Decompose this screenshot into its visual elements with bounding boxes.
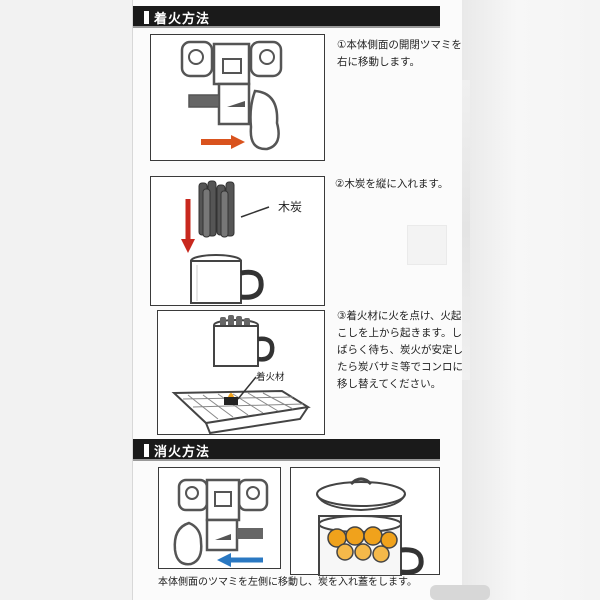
section-header-extinguish: 消火方法 [133,439,440,461]
step-1-text: ①本体側面の開閉ツマミを 右に移動します。 [337,39,462,68]
bottom-shadow [430,585,490,600]
background-right [462,0,600,600]
background-patch [407,225,447,265]
illustration-charcoal [150,176,325,306]
extinguish-caption: 本体側面のツマミを左側に移動し、炭を入れ蓋をします。 [158,577,417,588]
illustration-firestarter [157,310,325,435]
section-header-ignition: 着火方法 [133,6,440,28]
illustration-knob-right [150,34,325,161]
section-title-extinguish: 消火方法 [154,445,211,460]
label-firestarter: 着火材 [256,372,285,383]
section-title-ignition: 着火方法 [154,12,211,27]
label-charcoal: 木炭 [278,200,303,214]
step-2-text: ②木炭を縦に入れます。 [335,178,449,190]
step-3-text: ③着火材に火を点け、火起 こしを上から起きます。し ばらく待ち、炭火が安定し た… [337,310,463,390]
illustration-lid [290,467,440,576]
illustration-knob-left [158,467,281,569]
